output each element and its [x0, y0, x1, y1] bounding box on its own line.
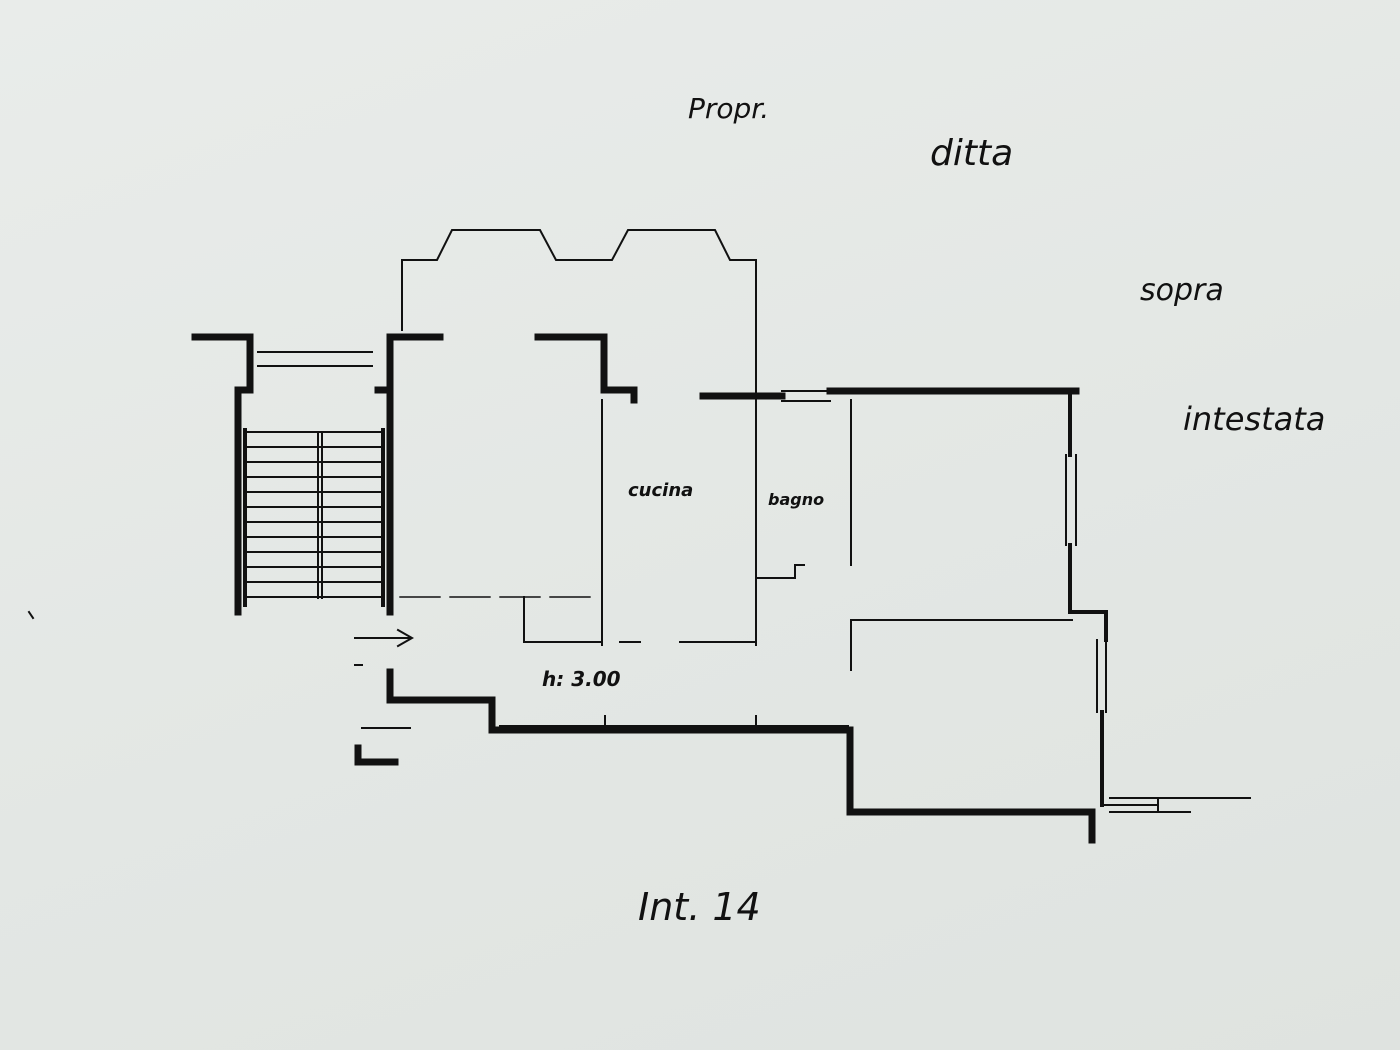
- room-label-cucina: cucina: [628, 480, 693, 501]
- label-propr: Propr.: [688, 92, 769, 125]
- bottom-outer-wall: [386, 696, 1096, 844]
- label-sopra: sopra: [1140, 273, 1224, 308]
- interior-partitions: [399, 399, 1073, 671]
- terrace-extension: [1101, 797, 1251, 813]
- stair-treads: [246, 431, 382, 598]
- room-label-bagno: bagno: [768, 490, 824, 509]
- entrance: [354, 628, 415, 766]
- ceiling-height-label: h: 3.00: [542, 667, 621, 691]
- unit-number-label: Int. 14: [638, 885, 761, 929]
- staircase: [191, 333, 444, 616]
- kitchen-window-wall: [534, 333, 638, 404]
- label-intestata: intestata: [1183, 400, 1325, 438]
- label-ditta: ditta: [930, 133, 1013, 174]
- stray-mark: [27, 610, 35, 620]
- balcony-outline: [401, 229, 757, 393]
- bedroom-top-wall: [699, 387, 1108, 807]
